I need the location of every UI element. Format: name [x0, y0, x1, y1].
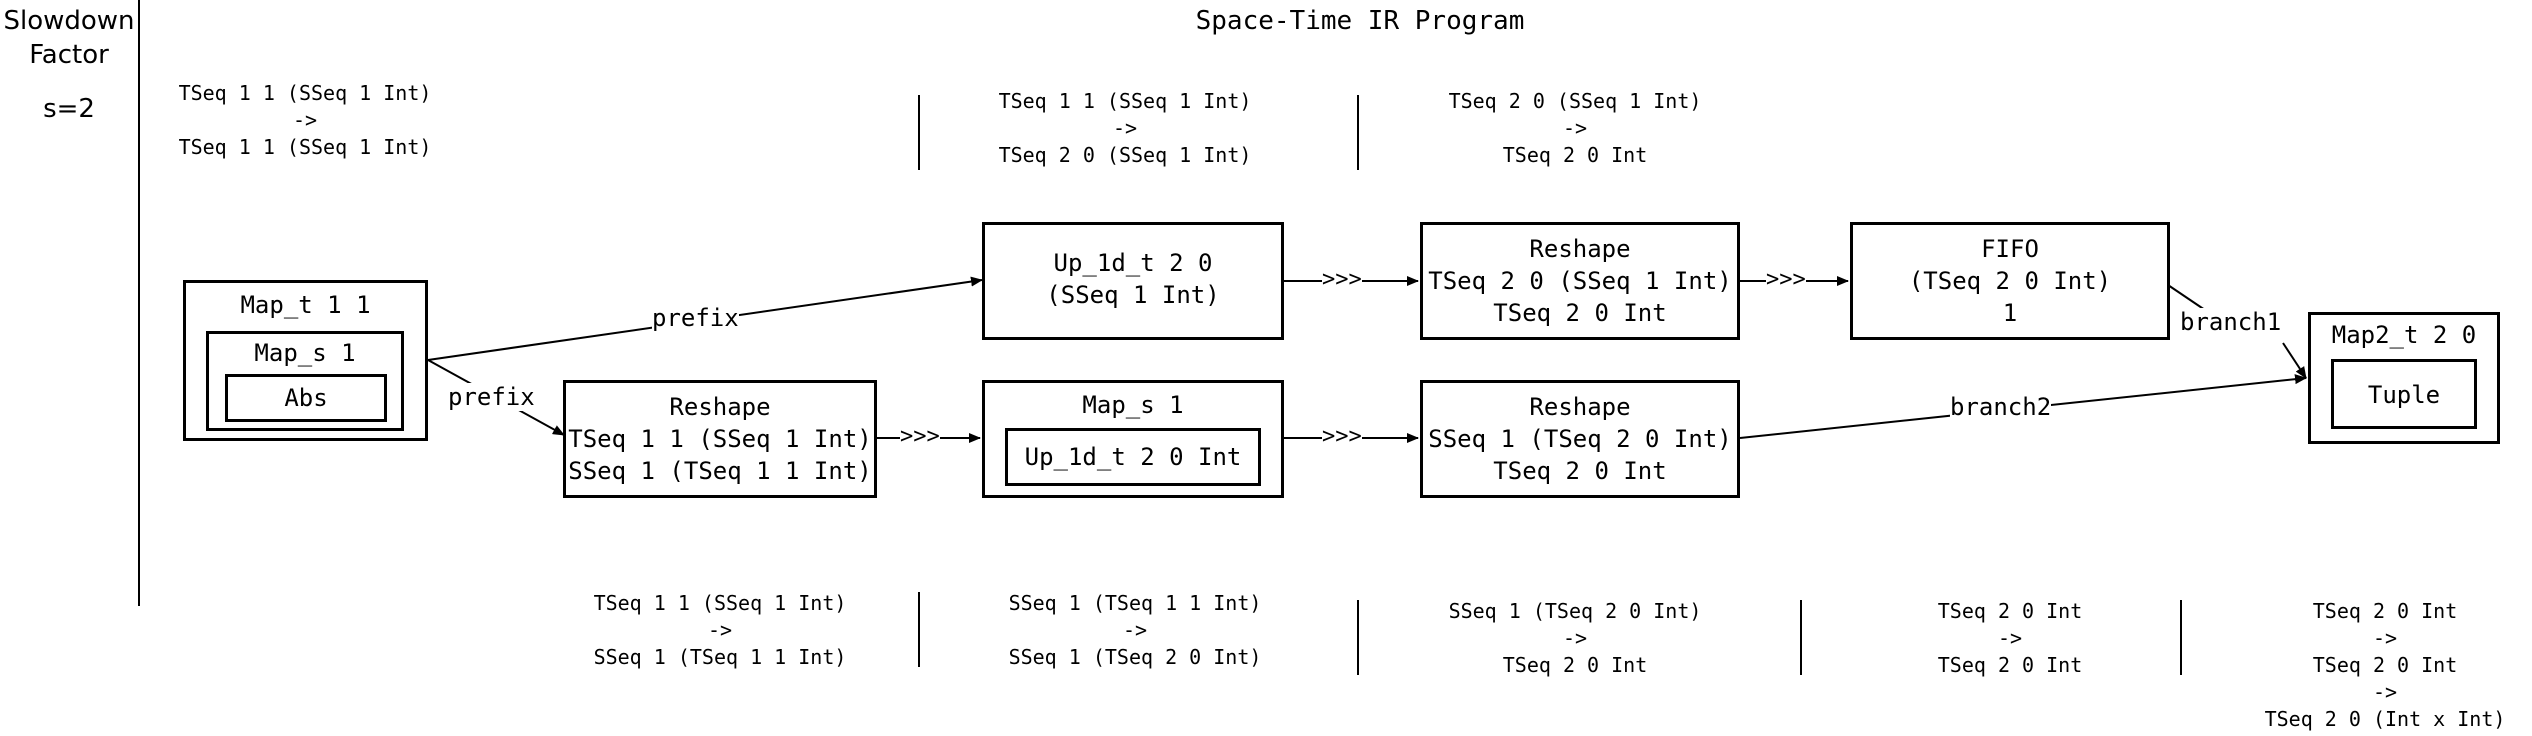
- edge-branch1-tail: [2282, 342, 2307, 379]
- node-reshape-top-line3: TSeq 2 0 Int: [1493, 299, 1667, 327]
- type-line: TSeq 2 0 Int: [1502, 653, 1648, 677]
- type-divider: [1357, 95, 1359, 170]
- label-prefix-bottom: prefix: [448, 383, 535, 411]
- node-reshape-bottom-1: Reshape TSeq 1 1 (SSeq 1 Int) SSeq 1 (TS…: [563, 380, 877, 498]
- top-type-3: TSeq 2 0 (SSeq 1 Int) -> TSeq 2 0 Int: [1400, 88, 1750, 169]
- node-up-inner: Up_1d_t 2 0 Int: [1005, 428, 1261, 486]
- node-abs: Abs: [225, 374, 387, 422]
- node-fifo-line2: (TSeq 2 0 Int): [1908, 267, 2112, 295]
- type-divider: [1357, 600, 1359, 675]
- type-arrow: ->: [292, 108, 318, 132]
- type-divider: [1800, 600, 1802, 675]
- type-arrow: ->: [1112, 116, 1138, 140]
- node-map-t-title: Map_t 1 1: [240, 291, 371, 319]
- label-compose: >>>: [1766, 267, 1806, 292]
- slowdown-title: Slowdown Factor: [0, 4, 138, 72]
- slowdown-value: s=2: [43, 94, 95, 124]
- node-map-t: Map_t 1 1 Map_s 1 Abs: [183, 280, 428, 441]
- type-line: TSeq 2 0 Int: [2312, 599, 2458, 623]
- node-map-s-bottom: Map_s 1 Up_1d_t 2 0 Int: [982, 380, 1284, 498]
- slowdown-title-line1: Slowdown: [3, 6, 135, 36]
- type-divider: [918, 95, 920, 170]
- node-map2: Map2_t 2 0 Tuple: [2308, 312, 2500, 444]
- node-reshape-top-line1: Reshape: [1529, 235, 1631, 263]
- node-reshape-bottom-2: Reshape SSeq 1 (TSeq 2 0 Int) TSeq 2 0 I…: [1420, 380, 1740, 498]
- top-type-2: TSeq 1 1 (SSeq 1 Int) -> TSeq 2 0 (SSeq …: [950, 88, 1300, 169]
- bottom-type-2: SSeq 1 (TSeq 1 1 Int) -> SSeq 1 (TSeq 2 …: [960, 590, 1310, 671]
- type-line: TSeq 2 0 (Int x Int): [2264, 707, 2506, 731]
- type-line: TSeq 2 0 Int: [1937, 653, 2083, 677]
- type-line: TSeq 1 1 (SSeq 1 Int): [998, 89, 1252, 113]
- label-branch2: branch2: [1950, 393, 2052, 421]
- label-compose: >>>: [1322, 424, 1362, 449]
- type-line: SSeq 1 (TSeq 1 1 Int): [593, 645, 847, 669]
- node-abs-label: Abs: [284, 384, 328, 412]
- node-up-inner-label: Up_1d_t 2 0 Int: [1024, 443, 1242, 471]
- type-line: TSeq 2 0 Int: [1937, 599, 2083, 623]
- type-arrow: ->: [2372, 626, 2398, 650]
- node-reshape-bottom-2-line1: Reshape: [1529, 393, 1631, 421]
- label-compose: >>>: [1322, 267, 1362, 292]
- type-line: TSeq 2 0 (SSeq 1 Int): [1448, 89, 1702, 113]
- label-compose: >>>: [900, 424, 940, 449]
- type-line: SSeq 1 (TSeq 2 0 Int): [1448, 599, 1702, 623]
- type-line: SSeq 1 (TSeq 1 1 Int): [1008, 591, 1262, 615]
- node-reshape-bottom-2-line2: SSeq 1 (TSeq 2 0 Int): [1428, 425, 1732, 453]
- type-arrow: ->: [1997, 626, 2023, 650]
- type-line: SSeq 1 (TSeq 2 0 Int): [1008, 645, 1262, 669]
- top-type-1: TSeq 1 1 (SSeq 1 Int) -> TSeq 1 1 (SSeq …: [130, 80, 480, 161]
- type-line: TSeq 1 1 (SSeq 1 Int): [178, 135, 432, 159]
- type-line: TSeq 2 0 (SSeq 1 Int): [998, 143, 1252, 167]
- type-arrow: ->: [1562, 116, 1588, 140]
- node-reshape-bottom-1-line2: TSeq 1 1 (SSeq 1 Int): [568, 425, 872, 453]
- type-line: TSeq 2 0 Int: [2312, 653, 2458, 677]
- edge-branch1: [2167, 284, 2206, 311]
- node-up-top-line2: (SSeq 1 Int): [1046, 281, 1220, 309]
- node-up-top: Up_1d_t 2 0 (SSeq 1 Int): [982, 222, 1284, 340]
- type-line: TSeq 1 1 (SSeq 1 Int): [593, 591, 847, 615]
- node-map-s-inner-title: Map_s 1: [254, 339, 356, 367]
- type-divider: [2180, 600, 2182, 675]
- node-fifo-line1: FIFO: [1981, 235, 2039, 263]
- node-tuple-label: Tuple: [2367, 381, 2441, 409]
- slowdown-divider: [138, 0, 140, 606]
- node-tuple: Tuple: [2331, 359, 2477, 429]
- type-divider: [918, 592, 920, 667]
- bottom-type-5: TSeq 2 0 Int -> TSeq 2 0 Int -> TSeq 2 0…: [2240, 598, 2530, 733]
- node-reshape-top-line2: TSeq 2 0 (SSeq 1 Int): [1428, 267, 1732, 295]
- type-line: TSeq 1 1 (SSeq 1 Int): [178, 81, 432, 105]
- node-fifo: FIFO (TSeq 2 0 Int) 1: [1850, 222, 2170, 340]
- bottom-type-4: TSeq 2 0 Int -> TSeq 2 0 Int: [1860, 598, 2160, 679]
- node-map-s-bottom-title: Map_s 1: [1082, 391, 1184, 419]
- node-up-top-line1: Up_1d_t 2 0: [1053, 249, 1213, 277]
- type-arrow: ->: [1562, 626, 1588, 650]
- slowdown-title-line2: Factor: [29, 40, 109, 70]
- bottom-type-3: SSeq 1 (TSeq 2 0 Int) -> TSeq 2 0 Int: [1400, 598, 1750, 679]
- node-reshape-bottom-1-line3: SSeq 1 (TSeq 1 1 Int): [568, 457, 872, 485]
- label-prefix-top: prefix: [652, 304, 739, 332]
- node-reshape-bottom-2-line3: TSeq 2 0 Int: [1493, 457, 1667, 485]
- node-reshape-top: Reshape TSeq 2 0 (SSeq 1 Int) TSeq 2 0 I…: [1420, 222, 1740, 340]
- label-branch1: branch1: [2180, 308, 2282, 336]
- bottom-type-1: TSeq 1 1 (SSeq 1 Int) -> SSeq 1 (TSeq 1 …: [545, 590, 895, 671]
- node-map-s-inner: Map_s 1 Abs: [206, 331, 404, 431]
- program-title: Space-Time IR Program: [1195, 6, 1525, 36]
- type-arrow: ->: [1122, 618, 1148, 642]
- type-line: TSeq 2 0 Int: [1502, 143, 1648, 167]
- node-fifo-line3: 1: [2002, 299, 2018, 327]
- node-map2-title: Map2_t 2 0: [2331, 321, 2477, 349]
- node-reshape-bottom-1-line1: Reshape: [669, 393, 771, 421]
- type-arrow: ->: [2372, 680, 2398, 704]
- type-arrow: ->: [707, 618, 733, 642]
